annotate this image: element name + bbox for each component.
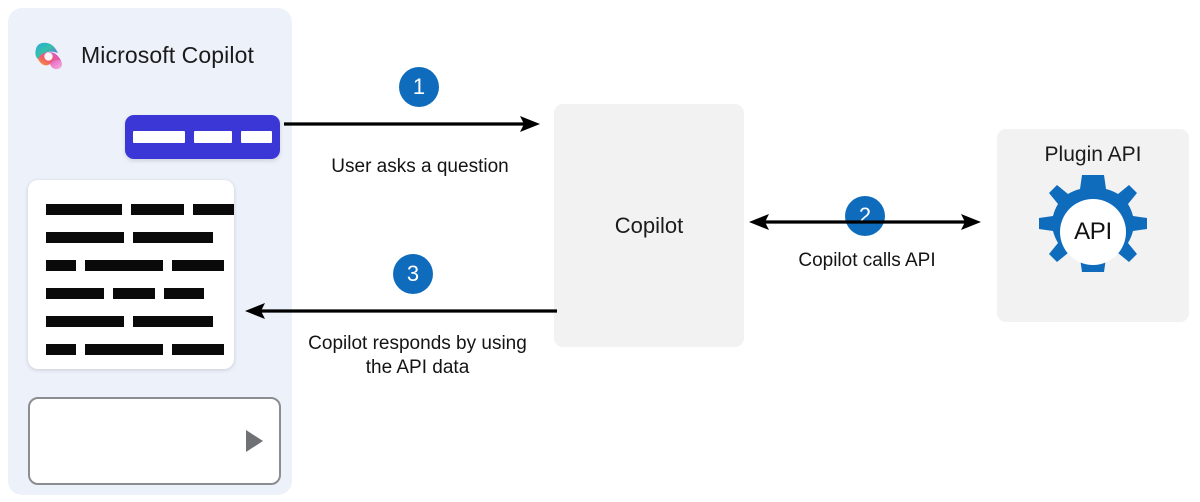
arrow-left-icon: [245, 303, 557, 319]
arrow-right-icon: [284, 116, 540, 132]
gear-api-label: API: [1074, 218, 1112, 245]
response-line: [46, 316, 234, 327]
prompt-input-box[interactable]: [28, 397, 281, 485]
node-copilot: Copilot: [554, 104, 744, 347]
response-line: [46, 288, 234, 299]
step-badge-1: 1: [399, 67, 439, 107]
step-badge-3: 3: [393, 254, 433, 294]
copilot-logo-icon: [30, 36, 68, 74]
gear-icon: API: [1031, 173, 1155, 291]
copilot-app-panel: Microsoft Copilot: [8, 8, 292, 495]
user-message-bubble: [125, 115, 280, 159]
flow-label-3: Copilot responds by using the API data: [308, 333, 527, 379]
flow-label-2: Copilot calls API: [798, 250, 936, 271]
node-plugin-api: Plugin API API: [997, 129, 1189, 322]
send-play-icon[interactable]: [246, 430, 263, 452]
response-line: [46, 232, 234, 243]
app-title: Microsoft Copilot: [81, 41, 254, 68]
message-line: [241, 131, 272, 143]
response-line: [46, 204, 234, 215]
app-header: Microsoft Copilot: [30, 36, 254, 74]
node-plugin-api-label: Plugin API: [1044, 143, 1142, 166]
arrow-bidirectional-icon: [749, 214, 981, 230]
response-line: [46, 260, 234, 271]
assistant-response-card: [28, 180, 234, 369]
message-line: [194, 131, 232, 143]
message-line: [133, 131, 185, 143]
node-copilot-label: Copilot: [614, 212, 684, 238]
response-line: [46, 344, 234, 355]
flow-label-1: User asks a question: [331, 156, 509, 177]
